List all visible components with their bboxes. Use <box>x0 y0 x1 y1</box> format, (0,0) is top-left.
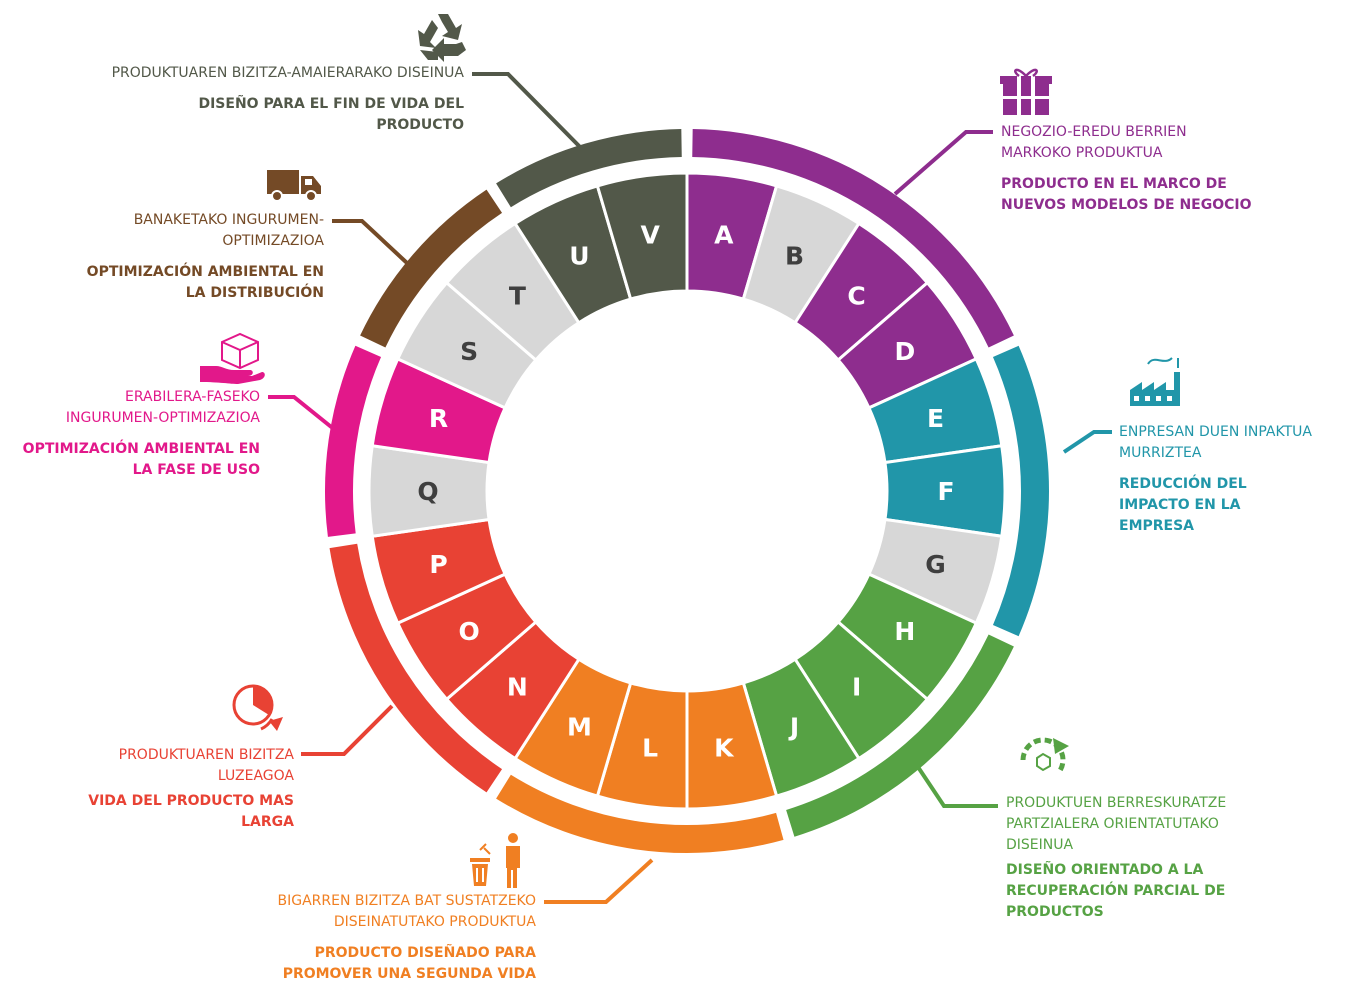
category-es-text: PRODUCTO EN EL MARCO DE NUEVOS MODELOS D… <box>1001 176 1252 213</box>
leader-lines <box>268 72 1112 904</box>
outer-arc-second-life <box>496 774 784 853</box>
leader-line-use-phase <box>268 395 337 432</box>
segment-letter-l: L <box>642 733 658 762</box>
segment-letter-t: T <box>509 281 526 310</box>
category-second-life-label: BIGARREN BIZITZA BAT SUSTATZEKO DISEINAT… <box>222 891 536 985</box>
outer-arc-distribution <box>360 189 503 348</box>
category-eu-text: NEGOZIO-EREDU BERRIEN MARKOKO PRODUKTUA <box>1001 124 1187 161</box>
segment-letter-a: A <box>714 221 734 250</box>
segment-letter-c: C <box>847 281 865 310</box>
leader-line-distribution <box>332 219 409 265</box>
category-eu-text: PRODUKTUEN BERRESKURATZE PARTZIALERA ORI… <box>1006 795 1227 853</box>
segment-letter-o: O <box>458 617 479 646</box>
delivery-truck-icon <box>267 170 321 202</box>
segment-letter-v: V <box>640 221 660 250</box>
segment-letter-r: R <box>429 404 448 433</box>
leader-line-end-of-life <box>472 72 585 152</box>
segment-letter-h: H <box>894 617 915 646</box>
category-distribution-label: BANAKETAKO INGURUMEN-OPTIMIZAZIOA OPTIMI… <box>70 210 324 304</box>
outer-arc-longer-life <box>329 543 503 793</box>
category-end-of-life-label: PRODUKTUAREN BIZITZA-AMAIERARAKO DISEINU… <box>100 63 464 136</box>
factory-icon <box>1130 357 1180 406</box>
leader-line-second-life <box>544 858 654 904</box>
category-eu-text: PRODUKTUAREN BIZITZA LUZEAGOA <box>118 747 294 784</box>
segment-letter-s: S <box>460 337 478 366</box>
leader-line-company-impact <box>1062 430 1112 454</box>
recovery-cycle-icon <box>1020 737 1069 774</box>
segment-v <box>595 171 689 301</box>
category-longer-life-label: PRODUKTUAREN BIZITZA LUZEAGOA VIDA DEL P… <box>40 745 294 833</box>
category-company-impact-label: ENPRESAN DUEN INPAKTUA MURRIZTEA REDUCCI… <box>1119 422 1359 537</box>
category-es-text: OPTIMIZACIÓN AMBIENTAL EN LA DISTRIBUCIÓ… <box>86 264 324 301</box>
category-es-text: DISEÑO ORIENTADO A LA RECUPERACIÓN PARCI… <box>1006 862 1226 920</box>
category-es-text: DISEÑO PARA EL FIN DE VIDA DEL PRODUCTO <box>198 96 464 133</box>
category-eu-text: ENPRESAN DUEN INPAKTUA MURRIZTEA <box>1119 424 1312 461</box>
outer-arc-end-of-life <box>496 129 682 208</box>
category-es-text: PRODUCTO DISEÑADO PARA PROMOVER UNA SEGU… <box>282 945 536 982</box>
segment-letter-e: E <box>927 404 944 433</box>
inner-strategy-ring: A B C D E F G H I J K L M NO P Q R S T U V <box>367 171 1007 811</box>
person-bin-icon <box>470 833 520 888</box>
leader-line-longer-life <box>301 704 394 756</box>
segment-letter-f: F <box>937 477 954 506</box>
category-eu-text: BANAKETAKO INGURUMEN-OPTIMIZAZIOA <box>133 212 324 249</box>
outer-arc-company-impact <box>992 345 1049 637</box>
segment-letter-k: K <box>714 733 735 762</box>
category-use-phase-label: ERABILERA-FASEKO INGURUMEN-OPTIMIZAZIOA … <box>10 387 260 481</box>
segment-letter-j: J <box>788 713 799 742</box>
category-partial-recovery-label: PRODUKTUEN BERRESKURATZE PARTZIALERA ORI… <box>1006 793 1286 923</box>
outer-category-ring <box>325 129 1049 853</box>
segment-letter-q: Q <box>417 477 438 506</box>
segment-letter-p: P <box>429 550 447 579</box>
outer-arc-use-phase <box>325 345 382 537</box>
category-new-business-label: NEGOZIO-EREDU BERRIEN MARKOKO PRODUKTUA … <box>1001 122 1291 216</box>
segment-letter-d: D <box>895 337 916 366</box>
category-eu-text: PRODUKTUAREN BIZITZA-AMAIERARAKO DISEINU… <box>111 65 464 81</box>
category-eu-text: ERABILERA-FASEKO INGURUMEN-OPTIMIZAZIOA <box>65 389 260 426</box>
recycle-icon <box>418 14 466 62</box>
outer-arc-new-business <box>692 129 1014 348</box>
category-es-text: VIDA DEL PRODUCTO MAS LARGA <box>88 793 294 830</box>
segment-letter-u: U <box>569 241 589 270</box>
segment-letter-n: N <box>507 673 528 702</box>
segment-letter-g: G <box>925 550 946 579</box>
segment-letter-m: M <box>567 713 592 742</box>
category-es-text: OPTIMIZACIÓN AMBIENTAL EN LA FASE DE USO <box>22 441 260 478</box>
timer-icon <box>232 684 283 731</box>
outer-arc-partial-recovery <box>786 634 1014 837</box>
leader-line-partial-recovery <box>916 765 998 808</box>
gift-icon <box>1000 68 1052 115</box>
segment-letter-b: B <box>785 241 804 270</box>
category-es-text: REDUCCIÓN DEL IMPACTO EN LA EMPRESA <box>1119 476 1247 534</box>
segment-letter-i: I <box>852 673 861 702</box>
leader-line-new-business <box>893 130 993 196</box>
hand-box-icon <box>200 332 265 384</box>
category-eu-text: BIGARREN BIZITZA BAT SUSTATZEKO DISEINAT… <box>277 893 536 930</box>
